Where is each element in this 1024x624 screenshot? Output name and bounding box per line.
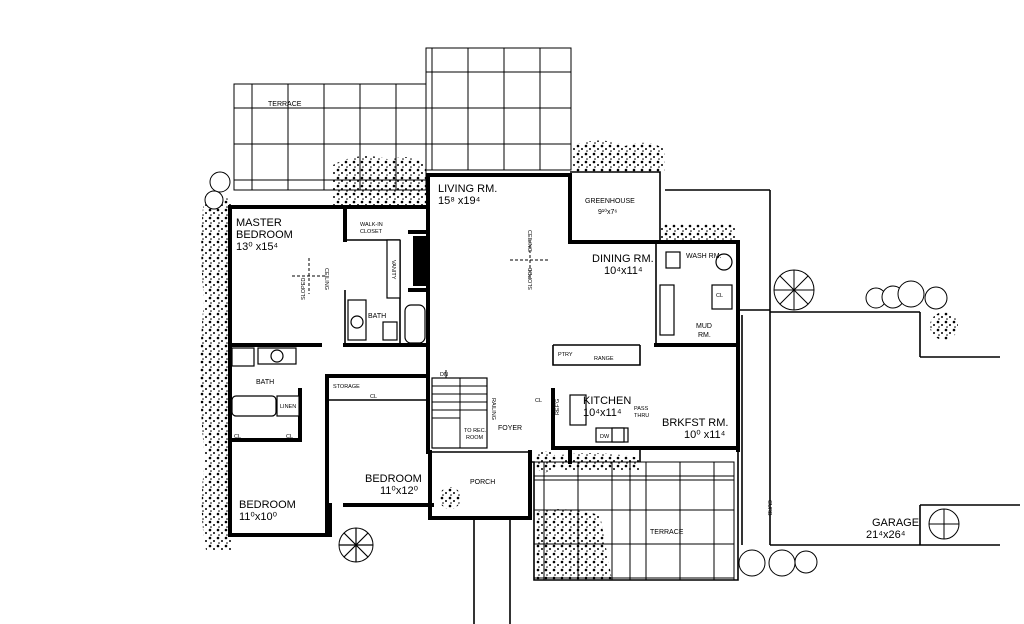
breakfast-room-label: BRKFST RM.	[662, 417, 728, 429]
stairs-dn-label: DN	[440, 372, 448, 378]
bedroom-left-size: 11⁰x10⁰	[239, 511, 278, 523]
bedroom-right-label: BEDROOM	[365, 473, 422, 485]
curb-label: CURB	[766, 500, 772, 516]
storage-label: STORAGE	[333, 384, 360, 390]
ceiling-marks	[292, 240, 550, 294]
to-rec-room-label-2: ROOM	[466, 435, 484, 441]
mud-room-label-2: RM.	[698, 332, 711, 339]
master-bedroom-label: MASTER	[236, 217, 282, 229]
vanity-label: VANITY	[390, 260, 396, 280]
trees-right	[738, 269, 960, 577]
master-bath-label: BATH	[368, 313, 386, 320]
mud-room-label: MUD	[696, 323, 712, 330]
living-ceiling-note: CEILING	[526, 230, 532, 252]
staircase	[431, 370, 488, 449]
dining-room-size: 10⁴x11⁴	[604, 265, 643, 277]
hedge-wash	[660, 224, 736, 240]
refrigerator-label: REF'G	[555, 399, 561, 415]
master-ceiling-note: CEILING	[323, 268, 329, 290]
shrub-front	[338, 527, 374, 563]
closet-label-1: CL	[234, 434, 241, 440]
living-room-label: LIVING RM.	[438, 183, 497, 195]
porch-label: PORCH	[470, 479, 495, 486]
hedge-terrace-bottom	[536, 453, 640, 580]
closet-label-2: CL	[286, 434, 293, 440]
living-sloped-note: SLOPED	[528, 268, 534, 290]
railing-label: RAILING	[490, 398, 496, 420]
terrace-top-label: TERRACE	[268, 101, 302, 108]
hedge-greenhouse	[572, 140, 665, 172]
garage-label: GARAGE	[872, 517, 919, 529]
closet-label-3: CL	[370, 394, 377, 400]
living-room-size: 15⁸ x19⁴	[438, 195, 481, 207]
master-bedroom-size: 13⁰ x15⁴	[236, 241, 278, 253]
greenhouse-label: GREENHOUSE	[585, 198, 635, 205]
kitchen-size: 10⁴x11⁴	[583, 407, 622, 419]
bathtub-hall-icon	[231, 395, 277, 417]
closet-label-4: CL	[716, 293, 723, 299]
shrub-porch	[439, 487, 461, 509]
bathtub-icon	[404, 304, 426, 344]
labels: TERRACE MASTER BEDROOM 13⁰ x15⁴ WALK-IN …	[234, 101, 919, 541]
greenhouse-size: 9¹⁰x7⁶	[598, 208, 617, 216]
toilet-icon	[382, 321, 398, 341]
kitchen-label: KITCHEN	[583, 395, 631, 407]
walk-in-closet-label-2: CLOSET	[360, 229, 383, 235]
pass-thru-label-2: THRU	[634, 413, 649, 419]
wash-room-label: WASH RM.	[686, 253, 722, 260]
closet-label-5: CL	[535, 398, 542, 404]
breakfast-room-size: 10⁰ x11⁴	[684, 429, 726, 441]
master-sloped-note: SLOPED	[301, 278, 307, 300]
dishwasher-label: DW	[600, 434, 610, 440]
range-label: RANGE	[594, 356, 614, 362]
walk-in-closet-label: WALK-IN	[360, 222, 383, 228]
pantry-label: PTRY	[558, 352, 573, 358]
fixtures	[231, 239, 743, 545]
dining-room-label: DINING RM.	[592, 253, 654, 265]
terrace-bottom-label: TERRACE	[650, 529, 684, 536]
hedge-left	[200, 171, 232, 550]
master-bedroom-label-2: BEDROOM	[236, 229, 293, 241]
to-rec-room-label: TO REC.	[464, 428, 487, 434]
shrub-foyer	[535, 451, 557, 473]
pass-thru-label: PASS	[634, 406, 649, 412]
bedroom-right-size: 11⁰x12⁰	[380, 485, 419, 497]
linen-label: LINEN	[280, 404, 296, 410]
bedroom-left-label: BEDROOM	[239, 499, 296, 511]
terrace-top-right	[425, 47, 572, 171]
foyer-label: FOYER	[498, 425, 522, 432]
hedge-top-center	[333, 156, 426, 205]
sink-icon	[350, 315, 364, 329]
hall-bath-label: BATH	[256, 379, 274, 386]
walls	[228, 171, 740, 581]
garage-size: 21⁴x26⁴	[866, 529, 906, 541]
